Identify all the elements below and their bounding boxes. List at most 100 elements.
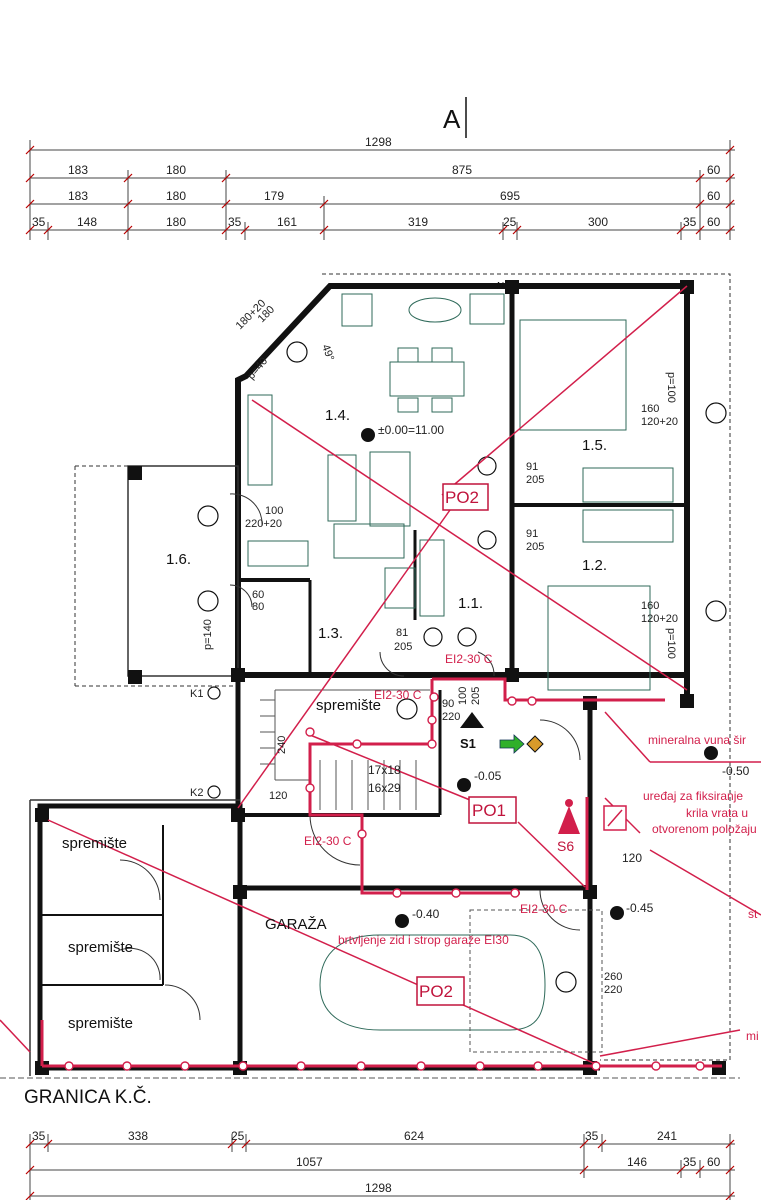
room-label: 1.6.: [166, 551, 191, 568]
fire-compartment-lines: [0, 285, 761, 1071]
opening-label: 80: [252, 601, 264, 613]
opening-label: 220: [442, 711, 460, 723]
room-label: spremište: [68, 939, 133, 956]
north-label: N: [497, 281, 504, 292]
exit-arrow-icon: [499, 734, 525, 754]
section-marker: A: [443, 97, 467, 138]
fix-note-line: uređaj za fiksiranje: [643, 789, 743, 803]
dim-label: 60: [707, 215, 721, 229]
opening-label: 17x18: [368, 763, 401, 777]
opening-label: p=100: [665, 372, 677, 403]
boundary-label: GRANICA K.Č.: [24, 1086, 152, 1108]
compartment-tag: PO1: [472, 801, 506, 820]
level-label: -0.05: [474, 769, 502, 783]
side-note: st: [748, 907, 758, 921]
dim-label: 35: [585, 1129, 599, 1143]
opening-label: 240: [276, 736, 288, 754]
dim-label: 241: [657, 1129, 677, 1143]
bottom-dimension-labels: 35 338 25 624 35 241 1057 146 35 60 1298: [32, 1129, 721, 1195]
level-label: -0.40: [412, 907, 440, 921]
fire-rating-label: EI2-30 C: [374, 688, 422, 702]
room-label: spremište: [316, 697, 381, 714]
room-label: spremište: [68, 1015, 133, 1032]
opening-label: p=100: [665, 628, 677, 659]
dim-label: 875: [452, 163, 472, 177]
dim-label: 60: [707, 189, 721, 203]
level-label: ±0.00=11.00: [378, 423, 444, 437]
walls: [0, 273, 740, 1079]
dim-total-top: 1298: [365, 135, 392, 149]
opening-label: 205: [526, 474, 544, 486]
dim-label: 319: [408, 215, 428, 229]
opening-label: 49°: [319, 343, 336, 363]
dim-label: 300: [588, 215, 608, 229]
opening-label: 205: [394, 641, 412, 653]
opening-label: p=40: [245, 355, 270, 382]
dim-label: 624: [404, 1129, 424, 1143]
opening-label: 120+20: [641, 416, 678, 428]
compartment-tag: PO2: [419, 982, 453, 1001]
opening-label: 91: [526, 461, 538, 473]
level-label: -0.50: [722, 764, 750, 778]
dim-label: 35: [683, 1155, 697, 1169]
s6-label: S6: [557, 838, 574, 854]
fire-rating-label: EI2-30 C: [304, 834, 352, 848]
section-marker-label: A: [443, 104, 461, 134]
dim-label: 180: [166, 189, 186, 203]
dim-label: 180: [166, 215, 186, 229]
bottom-dimensions: [25, 1134, 735, 1200]
opening-label: 220+20: [245, 518, 282, 530]
s1-label: S1: [460, 736, 476, 751]
dim-label: 35: [32, 215, 46, 229]
room-label: GARAŽA: [265, 916, 327, 933]
room-label: 1.5.: [582, 437, 607, 454]
opening-label: 16x29: [368, 781, 401, 795]
opening-markers: [197, 341, 727, 993]
fire-rating-label: EI2-30 C: [520, 902, 568, 916]
dim-label: 1057: [296, 1155, 323, 1169]
dim-label: 183: [68, 163, 88, 177]
top-dimensions: [25, 140, 735, 240]
dim-label: 148: [77, 215, 97, 229]
opening-label: 205: [526, 541, 544, 553]
level-labels: ±0.00=11.00 -0.05 -0.40 -0.45 -0.50: [378, 423, 750, 921]
opening-label: 120: [269, 790, 287, 802]
k-markers: K1 K2: [190, 688, 203, 799]
level-marks: [361, 428, 718, 928]
dim-label: 180: [166, 163, 186, 177]
garage-fire-note: brtvljenje zid i strop garaže EI30: [338, 933, 509, 947]
room-label: 1.1.: [458, 595, 483, 612]
opening-label: 160: [641, 403, 659, 415]
room-labels: 1.4. 1.5. 1.6. 1.1. 1.2. 1.3. spremište …: [62, 407, 607, 1032]
room-label: spremište: [62, 835, 127, 852]
fire-rating-label: EI2-30 C: [445, 652, 493, 666]
dim-label: 25: [503, 215, 517, 229]
level-label: -0.45: [626, 901, 654, 915]
opening-label: 90: [442, 698, 454, 710]
opening-label: p=140: [202, 619, 214, 650]
symbols: N: [460, 281, 580, 834]
opening-label: 260: [604, 971, 622, 983]
opening-label: 60: [252, 589, 264, 601]
fire-labels: EI2-30 C EI2-30 C EI2-30 C EI2-30 C PO2 …: [304, 488, 759, 1043]
room-label: 1.4.: [325, 407, 350, 424]
opening-label: 220: [604, 984, 622, 996]
top-dimension-labels: 1298 183 180 875 60 183 180 179 695 60 3…: [32, 135, 721, 229]
dim-label: 338: [128, 1129, 148, 1143]
compartment-tag: PO2: [445, 488, 479, 507]
opening-label: 100: [265, 505, 283, 517]
fix-note-line: otvorenom položaju: [652, 822, 757, 836]
stair-arrow-icon: [460, 712, 484, 728]
room-label: 1.3.: [318, 625, 343, 642]
dim-label: 695: [500, 189, 520, 203]
opening-label: 91: [526, 528, 538, 540]
dim-label: 60: [707, 1155, 721, 1169]
opening-label: 120: [622, 851, 642, 865]
dim-label: 161: [277, 215, 297, 229]
opening-label: 120+20: [641, 613, 678, 625]
side-note: mi: [746, 1029, 759, 1043]
wool-note: mineralna vuna šir: [648, 733, 746, 747]
opening-label: 100: [457, 687, 469, 705]
dim-label: 146: [627, 1155, 647, 1169]
